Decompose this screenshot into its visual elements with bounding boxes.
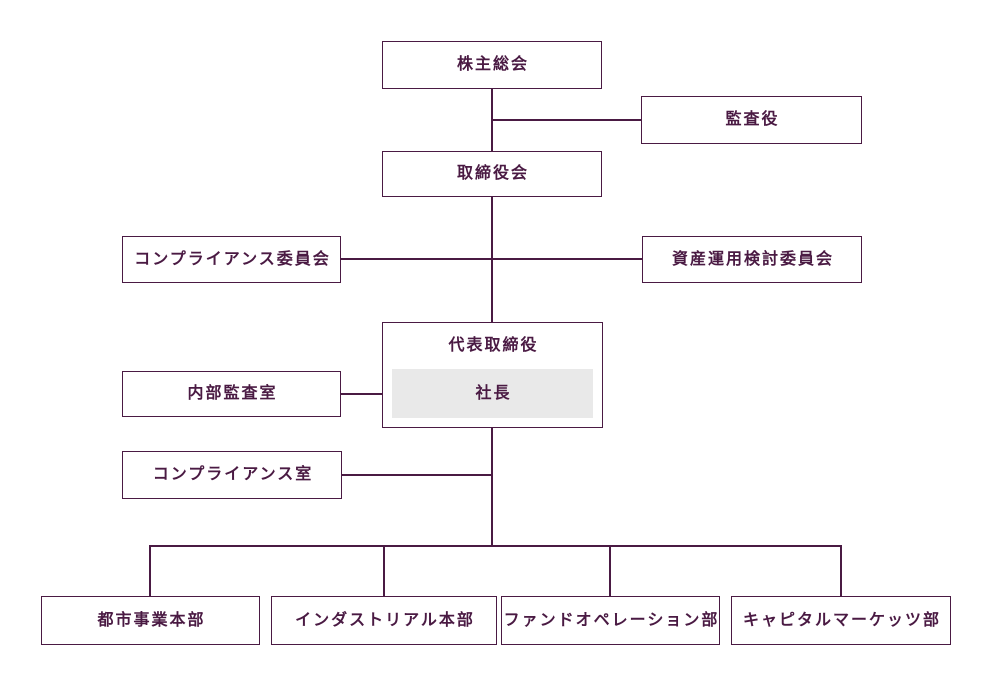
node-label: 社長 xyxy=(475,384,512,402)
connector-committees xyxy=(341,258,642,260)
connector-board-to-president xyxy=(491,197,493,322)
node-label: 取締役会 xyxy=(456,165,529,182)
connector-to-auditor xyxy=(492,119,641,121)
node-label: コンプライアンス委員会 xyxy=(134,250,331,268)
node-label: 株主総会 xyxy=(456,56,529,73)
node-asset-management-committee: 資産運用検討委員会 xyxy=(642,236,862,283)
node-capital-markets-department: キャピタルマーケッツ部 xyxy=(731,596,951,645)
node-compliance-office: コンプライアンス室 xyxy=(122,451,342,499)
node-label: 監査役 xyxy=(725,111,780,128)
node-label: キャピタルマーケッツ部 xyxy=(742,611,941,629)
connector-drop-capital-markets xyxy=(840,545,842,596)
node-label: 資産運用検討委員会 xyxy=(671,250,834,268)
connector-bottom-rail xyxy=(150,545,841,547)
node-industrial-division: インダストリアル本部 xyxy=(271,596,497,645)
node-auditor: 監査役 xyxy=(641,96,862,144)
node-internal-audit-office: 内部監査室 xyxy=(122,371,341,417)
connector-drop-urban xyxy=(149,545,151,596)
connector-drop-industrial xyxy=(383,545,385,596)
connector-internal-audit xyxy=(341,393,383,395)
connector-president-to-rail xyxy=(491,428,493,546)
connector-drop-fund-operation xyxy=(609,545,611,596)
node-label: 内部監査室 xyxy=(187,385,278,402)
node-shareholders-meeting: 株主総会 xyxy=(382,41,602,89)
node-fund-operation-department: ファンドオペレーション部 xyxy=(501,596,720,645)
president-sub-box: 社長 xyxy=(392,369,593,418)
node-representative-director: 代表取締役 社長 xyxy=(382,322,603,428)
node-board-of-directors: 取締役会 xyxy=(382,151,602,197)
representative-director-title: 代表取締役 xyxy=(383,323,602,369)
node-compliance-committee: コンプライアンス委員会 xyxy=(122,236,341,283)
connector-shareholders-to-board xyxy=(491,89,493,151)
node-label: 代表取締役 xyxy=(448,337,539,354)
node-label: インダストリアル本部 xyxy=(295,611,475,629)
connector-compliance-office xyxy=(342,474,492,476)
node-urban-business-division: 都市事業本部 xyxy=(41,596,260,645)
node-label: 都市事業本部 xyxy=(97,611,206,629)
node-label: コンプライアンス室 xyxy=(152,466,314,483)
node-label: ファンドオペレーション部 xyxy=(503,611,720,629)
